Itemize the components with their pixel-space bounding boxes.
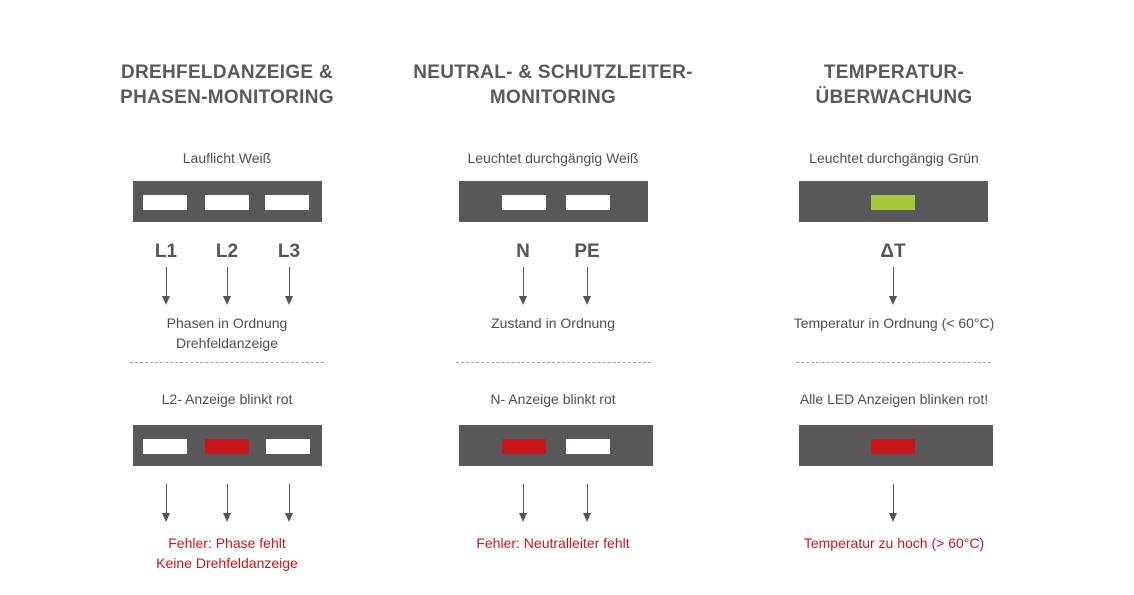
title-line: MONITORING — [489, 87, 617, 108]
arrow-down-icon — [889, 484, 897, 524]
error-text: Temperatur zu hoch (> 60°C) — [764, 533, 1024, 553]
led-panel-fault — [133, 425, 322, 466]
arrow-down-icon — [285, 267, 293, 307]
arrow-down-icon — [223, 484, 231, 524]
error-text: Fehler: Neutralleiter fehlt — [404, 533, 702, 553]
column-title: TEMPERATUR- ÜBERWACHUNG — [764, 60, 1024, 110]
dashed-divider — [456, 362, 651, 363]
arrow-down-icon — [583, 484, 591, 524]
arrow-down-icon — [583, 267, 591, 307]
led-l2-red — [205, 439, 249, 454]
symbol-l3: L3 — [277, 241, 301, 262]
ok-line: Phasen in Ordnung — [166, 315, 288, 331]
symbol-n: N — [516, 241, 530, 262]
led-l1 — [143, 439, 187, 454]
symbol-l1: L1 — [154, 241, 178, 262]
led-panel-normal — [799, 181, 988, 222]
dashed-divider — [130, 362, 324, 363]
arrow-down-icon — [285, 484, 293, 524]
led-pe — [566, 439, 610, 454]
column-temperature-monitoring: TEMPERATUR- ÜBERWACHUNG Leuchtet durchgä… — [764, 0, 1024, 595]
ok-line: Zustand in Ordnung — [491, 315, 615, 331]
arrow-down-icon — [519, 267, 527, 307]
led-panel-normal — [459, 181, 648, 222]
led-n — [502, 195, 546, 210]
ok-state-text: Phasen in Ordnung Drehfeldanzeige — [100, 313, 354, 353]
fault-state-label: Alle LED Anzeigen blinken rot! — [799, 391, 989, 407]
ok-state-text: Temperatur in Ordnung (< 60°C) — [764, 313, 1024, 333]
arrow-down-icon — [162, 484, 170, 524]
error-line: Keine Drehfeldanzeige — [156, 555, 298, 571]
error-line: Fehler: Neutralleiter fehlt — [476, 535, 630, 551]
normal-state-label: Leuchtet durchgängig Weiß — [467, 150, 639, 166]
arrow-down-icon — [223, 267, 231, 307]
title-line: ÜBERWACHUNG — [815, 87, 973, 108]
led-l2 — [205, 195, 249, 210]
title-line: NEUTRAL- & SCHUTZLEITER- — [413, 62, 693, 83]
title-line: DREHFELDANZEIGE & — [121, 62, 333, 83]
led-l1 — [143, 195, 187, 210]
fault-state-label: N- Anzeige blinkt rot — [490, 391, 616, 407]
led-pe — [566, 195, 610, 210]
arrow-down-icon — [162, 267, 170, 307]
led-panel-fault — [799, 425, 993, 466]
dashed-divider — [796, 362, 991, 363]
error-text: Fehler: Phase fehlt Keine Drehfeldanzeig… — [100, 533, 354, 573]
led-panel-normal — [133, 181, 322, 222]
arrow-down-icon — [889, 267, 897, 307]
column-title: NEUTRAL- & SCHUTZLEITER- MONITORING — [404, 60, 702, 110]
normal-state-label: Lauflicht Weiß — [182, 150, 272, 166]
arrow-down-icon — [519, 484, 527, 524]
fault-state-label: L2- Anzeige blinkt rot — [161, 391, 293, 407]
symbol-delta-t: ΔT — [880, 241, 906, 262]
symbol-pe: PE — [574, 241, 600, 262]
title-line: PHASEN-MONITORING — [120, 87, 334, 108]
column-neutral-monitoring: NEUTRAL- & SCHUTZLEITER- MONITORING Leuc… — [404, 0, 702, 595]
error-line: Fehler: Phase fehlt — [168, 535, 286, 551]
ok-line: Drehfeldanzeige — [176, 335, 278, 351]
symbol-l2: L2 — [215, 241, 239, 262]
led-l3 — [265, 195, 309, 210]
normal-state-label: Leuchtet durchgängig Grün — [809, 150, 979, 166]
column-title: DREHFELDANZEIGE & PHASEN-MONITORING — [100, 60, 354, 110]
led-n-red — [502, 439, 546, 454]
ok-line: Temperatur in Ordnung (< 60°C) — [793, 315, 995, 331]
led-temperature-green — [871, 195, 915, 210]
title-line: TEMPERATUR- — [823, 62, 965, 83]
led-temperature-red — [871, 439, 915, 454]
led-panel-fault — [459, 425, 653, 466]
ok-state-text: Zustand in Ordnung — [404, 313, 702, 333]
column-phase-monitoring: DREHFELDANZEIGE & PHASEN-MONITORING Lauf… — [100, 0, 354, 595]
error-line: Temperatur zu hoch (> 60°C) — [803, 535, 985, 551]
led-l3 — [266, 439, 310, 454]
